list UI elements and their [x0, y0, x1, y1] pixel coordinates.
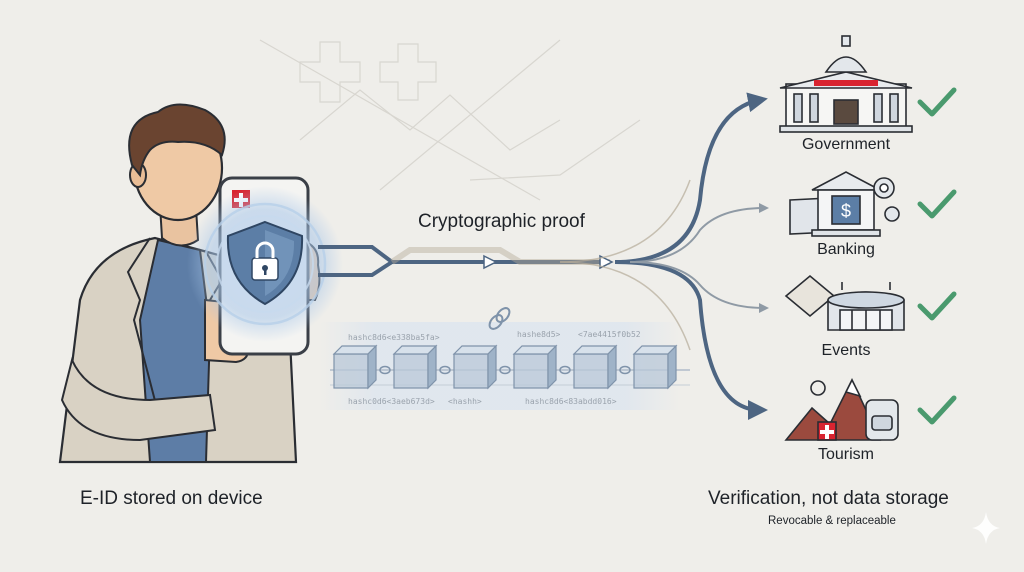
chain-block: [392, 344, 438, 390]
chain-link-icon: [499, 365, 511, 375]
left-caption: E-ID stored on device: [80, 488, 263, 509]
chain-block: [632, 344, 678, 390]
right-caption: Verification, not data storage: [708, 488, 949, 509]
category-label-government: Government: [801, 136, 891, 153]
svg-text:$: $: [841, 201, 851, 221]
check-icon: [917, 189, 957, 219]
government-building-icon: [779, 35, 913, 133]
hash-label: hashc8d6<e338ba5fa>: [348, 333, 440, 342]
stadium-ticket-icon: [784, 274, 905, 331]
chain-link-icon: [439, 365, 451, 375]
sparkle-icon: [972, 512, 1000, 544]
category-label-tourism: Tourism: [817, 446, 874, 463]
hash-label: hashe8d5>: [517, 330, 561, 339]
mountain-backpack-icon: [784, 378, 899, 441]
check-icon: [917, 395, 957, 425]
category-label-events: Events: [821, 342, 871, 359]
checkmark-icons: [917, 87, 957, 425]
category-label-banking: Banking: [817, 241, 875, 258]
chain-link-icon: [488, 307, 511, 330]
hash-label: hashc0d6<3aeb673d>: [348, 397, 435, 406]
bank-icon: $: [789, 171, 900, 237]
proof-path: [318, 92, 769, 420]
shield-lock-icon: [187, 186, 343, 342]
chain-block: [512, 344, 558, 390]
hash-labels: hashc8d6<e338ba5fa> hashe8d5> <7ae4415f0…: [348, 330, 641, 406]
chain-block: [452, 344, 498, 390]
blockchain-band: [320, 322, 690, 410]
right-subcaption: Revocable & replaceable: [768, 515, 896, 527]
proof-label: Cryptographic proof: [418, 211, 585, 232]
background-swiss-motif: [259, 39, 641, 201]
chain-link-icon: [559, 365, 571, 375]
hash-label: hashc8d6<83abdd016>: [525, 397, 617, 406]
chain-block: [572, 344, 618, 390]
chain-block: [332, 344, 378, 390]
check-icon: [917, 291, 957, 321]
check-icon: [917, 87, 957, 117]
hash-label: <7ae4415f0b52: [578, 330, 641, 339]
hash-label: <hashh>: [448, 397, 482, 406]
chain-link-icon: [379, 365, 391, 375]
chain-link-icon: [619, 365, 631, 375]
